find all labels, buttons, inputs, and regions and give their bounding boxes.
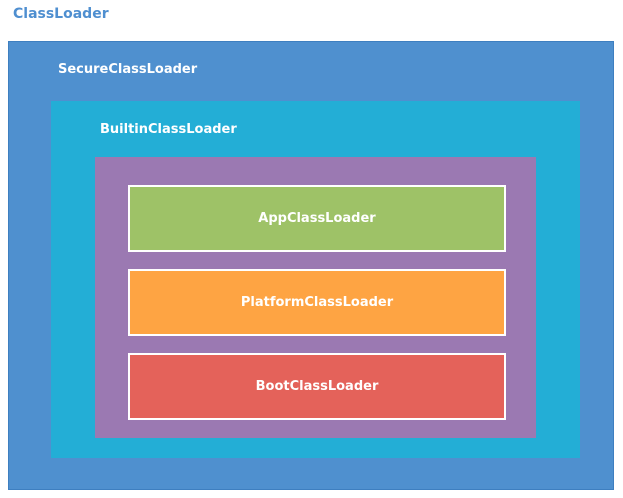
platform-classloader-label: PlatformClassLoader xyxy=(240,295,394,310)
boot-classloader-label: BootClassLoader xyxy=(255,379,379,394)
app-classloader-label: AppClassLoader xyxy=(258,211,376,226)
builtin-classloader-label: BuiltinClassLoader xyxy=(100,122,237,137)
classloader-title: ClassLoader xyxy=(13,6,109,22)
secure-classloader-label: SecureClassLoader xyxy=(58,62,198,77)
boot-classloader-box: BootClassLoader xyxy=(128,353,506,420)
app-classloader-box: AppClassLoader xyxy=(128,185,506,252)
platform-classloader-box: PlatformClassLoader xyxy=(128,269,506,336)
